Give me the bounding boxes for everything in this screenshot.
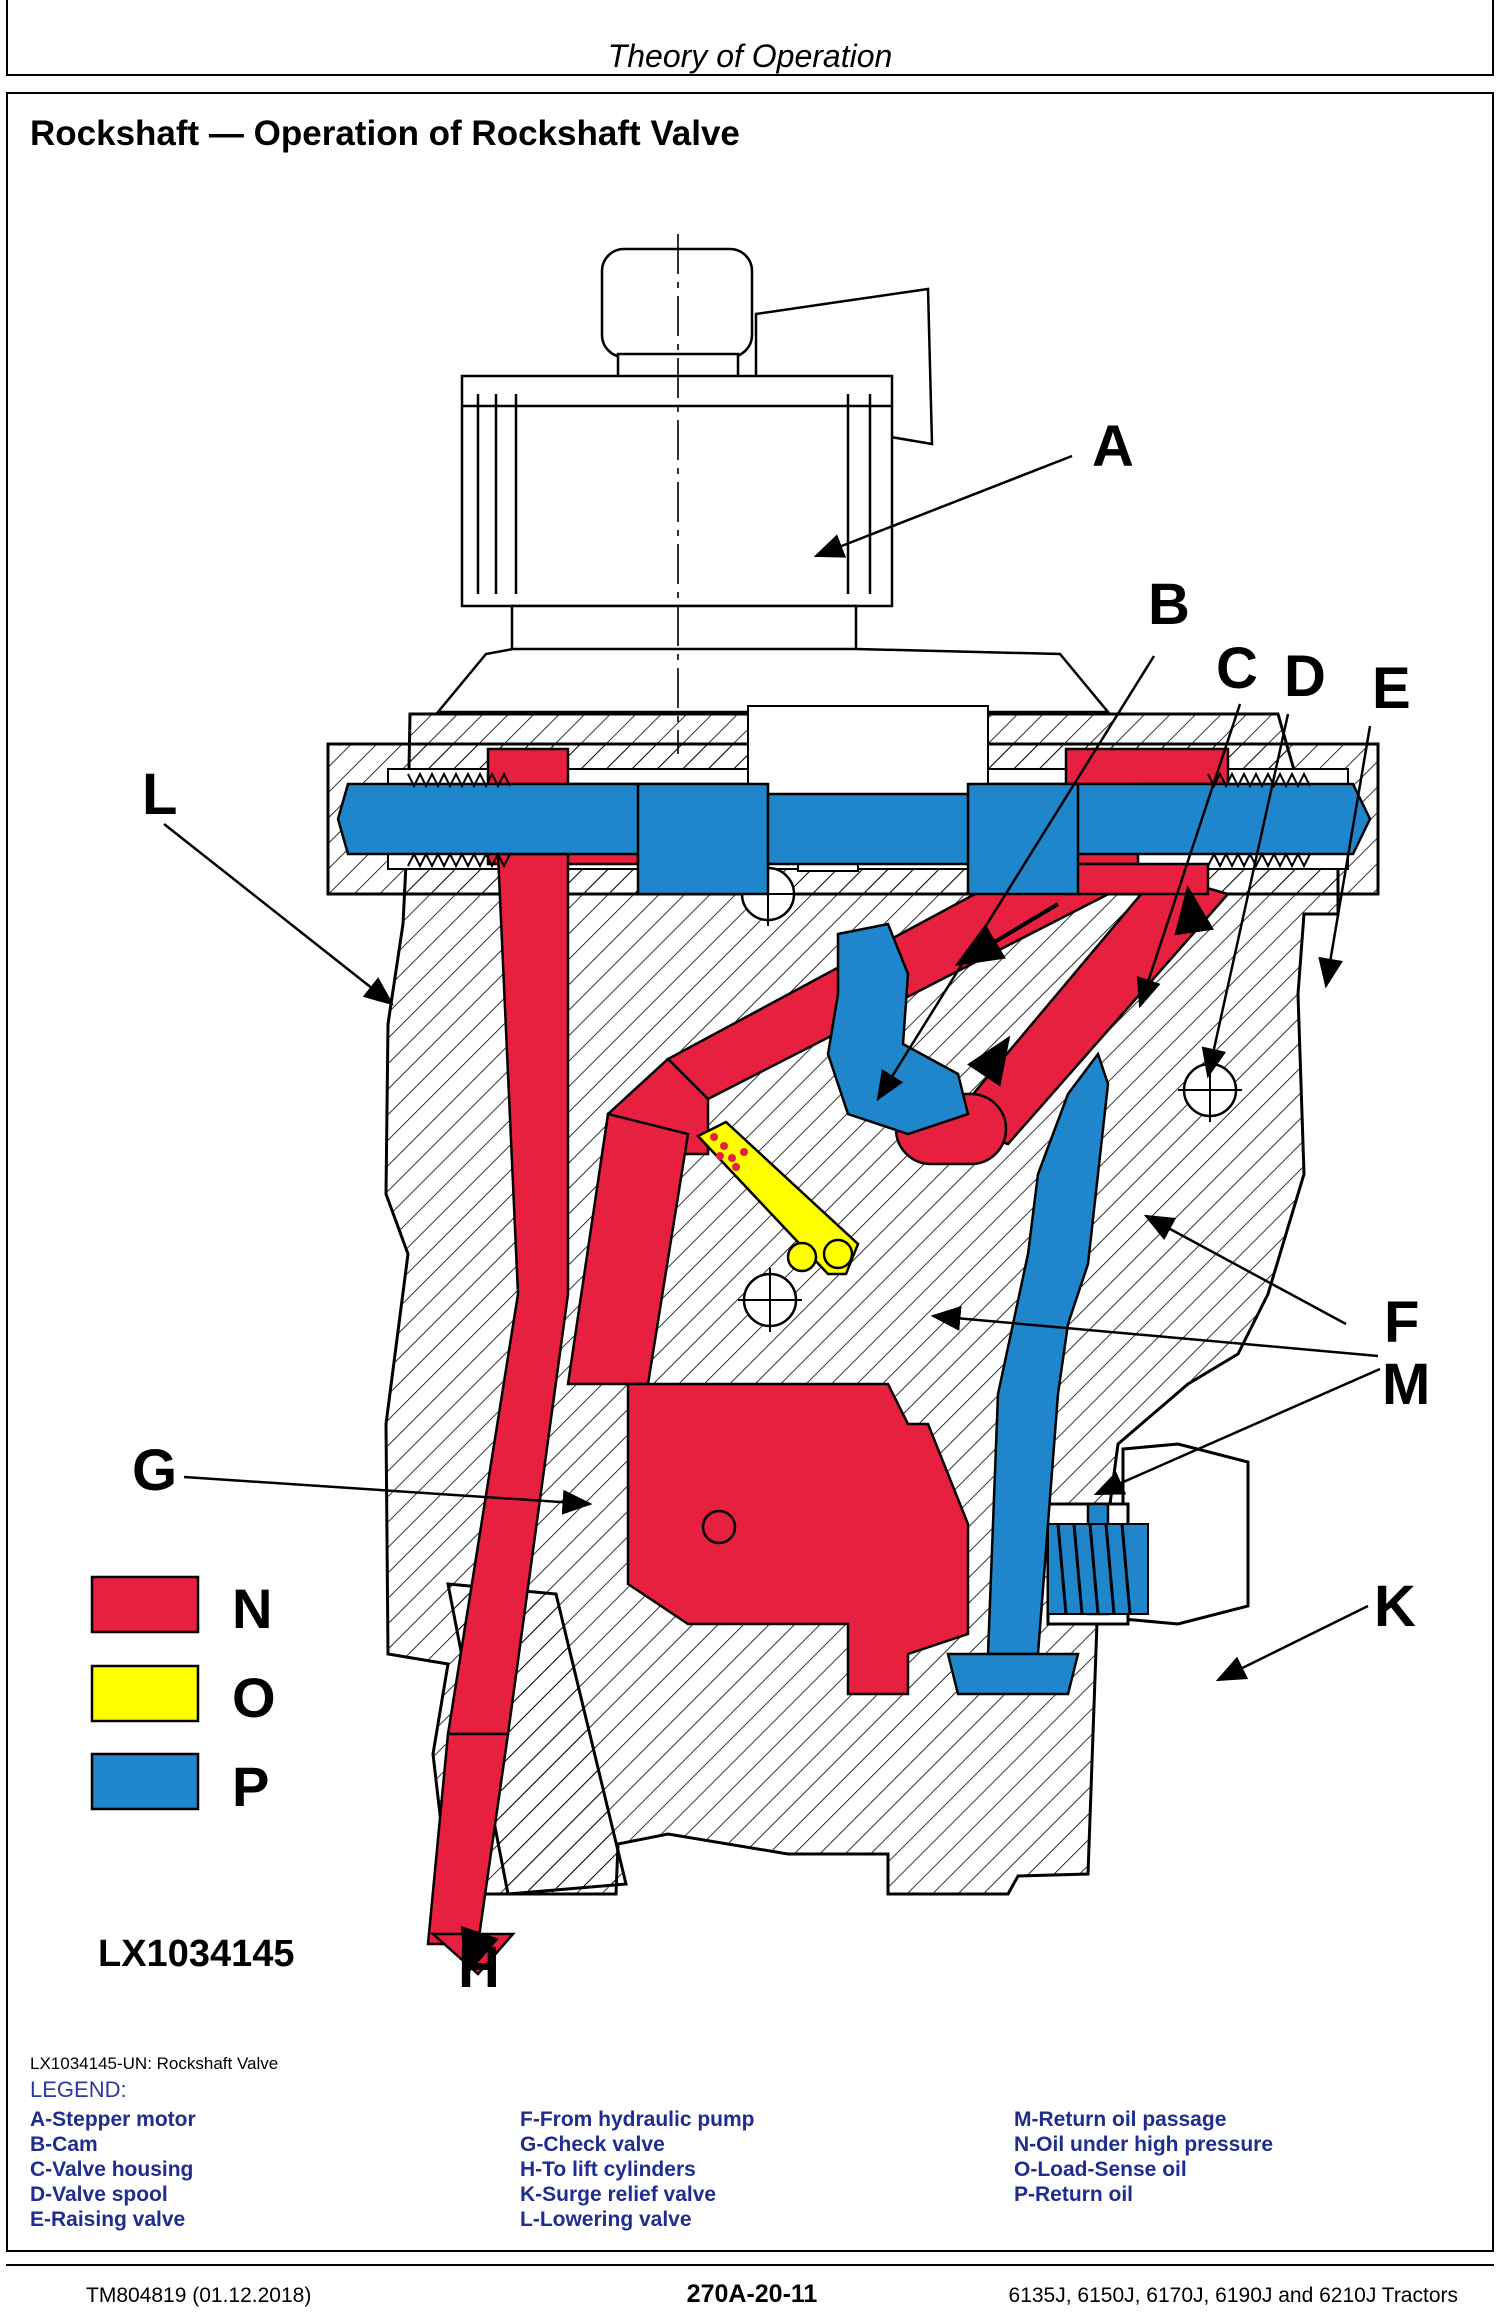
legend-item: P-Return oil — [1014, 2183, 1133, 2206]
legend-item: N-Oil under high pressure — [1014, 2133, 1274, 2156]
legend-item: K-Surge relief valve — [520, 2183, 717, 2206]
color-key-n: N — [232, 1577, 272, 1640]
legend-item: E-Raising valve — [30, 2208, 186, 2231]
legend-item: O-Load-Sense oil — [1014, 2158, 1187, 2181]
legend-item: D-Valve spool — [30, 2183, 168, 2206]
color-key-o: O — [232, 1666, 276, 1729]
callout-d: D — [1284, 644, 1326, 709]
legend-column-1: A-Stepper motor B-Cam C-Valve housing D-… — [30, 2107, 196, 2232]
content-box: Rockshaft — Operation of Rockshaft Valve — [6, 92, 1494, 2252]
footer-manual-id: TM804819 (01.12.2018) — [86, 2284, 312, 2307]
figure-id: LX1034145 — [98, 1933, 295, 1975]
callout-g: G — [132, 1438, 177, 1503]
color-key: N O P — [90, 1575, 276, 1818]
color-swatch-n — [90, 1575, 200, 1634]
page-header: Theory of Operation — [6, 0, 1494, 76]
legend-column-3: M-Return oil passage N-Oil under high pr… — [1014, 2107, 1273, 2207]
legend-item: M-Return oil passage — [1014, 2108, 1227, 2131]
color-swatch-o — [90, 1664, 200, 1723]
callout-k: K — [1374, 1574, 1416, 1639]
callout-f: F — [1384, 1290, 1419, 1355]
flow-arrows — [460, 885, 1215, 1978]
legend-item: B-Cam — [30, 2133, 98, 2156]
figure-caption: LX1034145-UN: Rockshaft Valve — [30, 2054, 279, 2073]
callout-m: M — [1382, 1352, 1430, 1417]
footer-page-number: 270A-20-11 — [686, 2280, 818, 2308]
legend-item: F-From hydraulic pump — [520, 2108, 755, 2131]
legend-column-2: F-From hydraulic pump G-Check valve H-To… — [520, 2107, 755, 2232]
legend-item: G-Check valve — [520, 2133, 665, 2156]
callout-a: A — [1092, 414, 1134, 479]
stepper-motor — [435, 234, 1111, 754]
footer-divider — [6, 2264, 1494, 2266]
color-swatch-p — [90, 1752, 200, 1811]
callout-c: C — [1216, 636, 1258, 701]
legend-item: C-Valve housing — [30, 2158, 194, 2181]
footer-model-list: 6135J, 6150J, 6170J, 6190J and 6210J Tra… — [1008, 2284, 1458, 2307]
callout-l: L — [142, 762, 177, 827]
color-key-p: P — [232, 1755, 269, 1818]
return-oil-passages — [336, 782, 1372, 1696]
header-title: Theory of Operation — [607, 38, 893, 74]
legend-item: L-Lowering valve — [520, 2208, 692, 2231]
callout-e: E — [1372, 656, 1411, 721]
legend-item: H-To lift cylinders — [520, 2158, 696, 2181]
rockshaft-valve-diagram: A B C D E F G H K L M N O P LX1034145 — [90, 234, 1430, 1994]
section-title: Rockshaft — Operation of Rockshaft Valve — [30, 114, 740, 153]
load-sense-passage — [695, 1120, 860, 1545]
callout-b: B — [1148, 572, 1190, 637]
leader-lines — [163, 454, 1381, 1682]
legend-title: LEGEND: — [30, 2077, 127, 2102]
callout-h: H — [458, 1935, 500, 1994]
legend-item: A-Stepper motor — [30, 2108, 196, 2131]
valve-springs — [407, 771, 1311, 1615]
